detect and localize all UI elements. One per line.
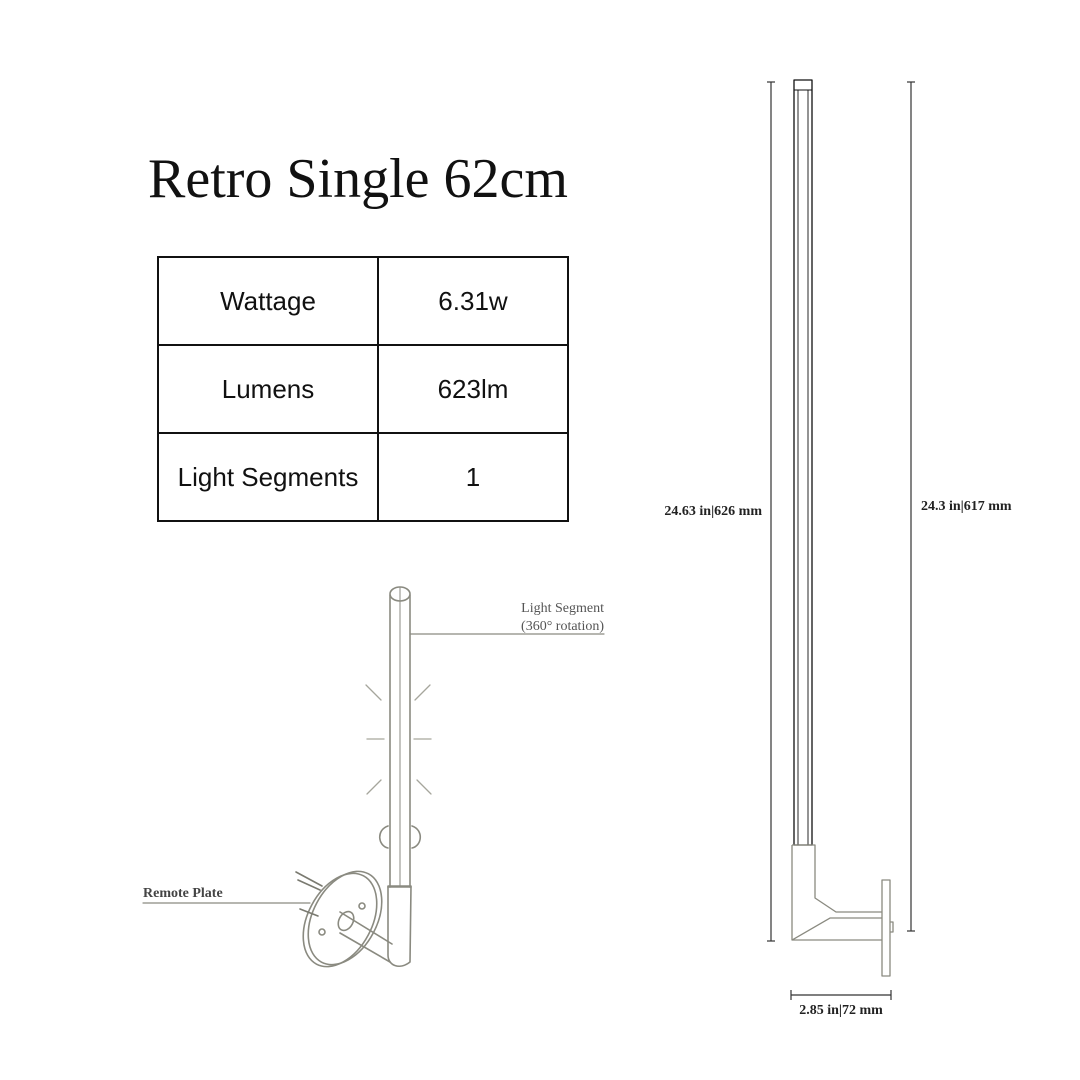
perspective-sketch bbox=[142, 586, 605, 968]
rotation-ring-sketch bbox=[378, 825, 422, 849]
spec-value: 623lm bbox=[377, 344, 569, 434]
screws-sketch bbox=[295, 871, 323, 917]
spec-label: Wattage bbox=[157, 256, 379, 346]
segment-height-label: 24.3 in|617 mm bbox=[921, 499, 1012, 514]
elbow-base-elevation bbox=[791, 844, 882, 941]
light-rays-sketch bbox=[365, 684, 432, 795]
remote-plate-callout: Remote Plate bbox=[143, 886, 223, 901]
wall-plate-sketch bbox=[302, 870, 383, 968]
spec-row-lumens: Lumens 623lm bbox=[157, 344, 569, 434]
light-bar-elevation bbox=[793, 79, 813, 846]
light-bar-sketch bbox=[389, 586, 411, 888]
spec-row-wattage: Wattage 6.31w bbox=[157, 256, 569, 346]
segment-height-dimension bbox=[907, 81, 915, 932]
spec-label: Lumens bbox=[157, 344, 379, 434]
spec-label: Light Segments bbox=[157, 432, 379, 522]
rotation-callout: (360° rotation) bbox=[521, 619, 604, 634]
dimension-lines bbox=[767, 81, 915, 1000]
elevation-drawing bbox=[791, 79, 894, 977]
depth-label: 2.85 in|72 mm bbox=[799, 1003, 883, 1018]
spec-row-light-segments: Light Segments 1 bbox=[157, 432, 569, 522]
elbow-bracket-sketch bbox=[339, 885, 412, 967]
wall-plate-elevation bbox=[881, 879, 894, 977]
total-height-dimension bbox=[767, 81, 775, 942]
spec-value: 6.31w bbox=[377, 256, 569, 346]
product-title: Retro Single 62cm bbox=[148, 148, 568, 210]
spec-value: 1 bbox=[377, 432, 569, 522]
depth-dimension bbox=[790, 990, 892, 1000]
spec-table: Wattage 6.31w Lumens 623lm Light Segment… bbox=[157, 256, 569, 522]
total-height-label: 24.63 in|626 mm bbox=[664, 504, 762, 519]
light-segment-callout: Light Segment bbox=[521, 601, 604, 616]
